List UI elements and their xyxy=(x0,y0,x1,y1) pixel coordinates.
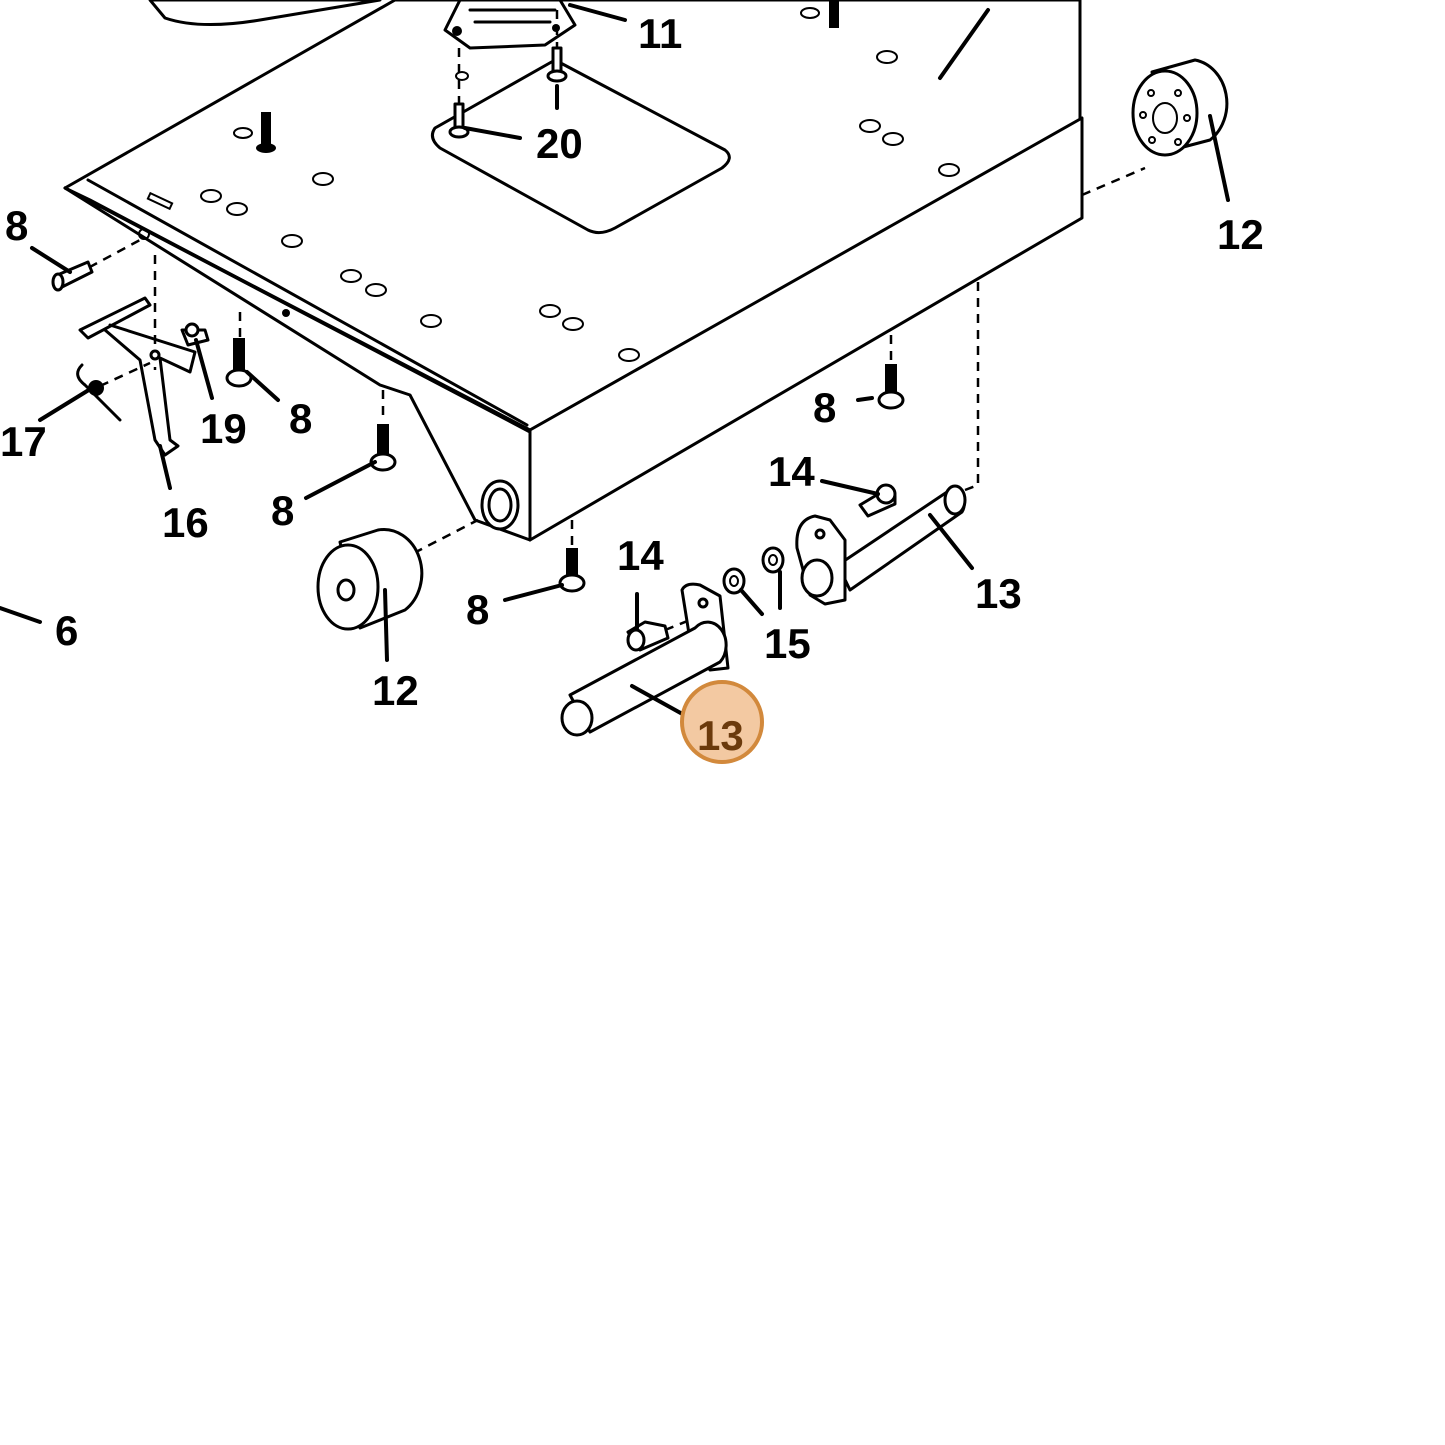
callout-15: 15 xyxy=(764,620,811,667)
callout-labels: 11 20 12 8 19 8 17 16 8 8 14 13 6 12 8 1… xyxy=(0,10,1264,759)
callout-12-right: 12 xyxy=(1217,211,1264,258)
callout-14-left: 14 xyxy=(617,532,664,579)
callout-8-left: 8 xyxy=(5,202,28,249)
access-cover xyxy=(430,58,731,235)
callout-6: 6 xyxy=(55,607,78,654)
hardware-14-15 xyxy=(626,483,897,652)
callout-12-left: 12 xyxy=(372,667,419,714)
axle-tube-right xyxy=(795,484,967,606)
latch-bracket xyxy=(76,296,210,457)
callout-16: 16 xyxy=(162,499,209,546)
callout-17: 17 xyxy=(0,418,47,465)
base-plate xyxy=(63,0,1084,542)
callout-13-highlighted[interactable]: 13 xyxy=(697,712,744,759)
callout-14-right: 14 xyxy=(768,448,815,495)
highlight-circle xyxy=(680,680,764,764)
plate-slots xyxy=(138,7,960,362)
callout-11: 11 xyxy=(638,10,682,57)
callout-8-latch: 8 xyxy=(289,395,312,442)
roller-left xyxy=(316,528,424,631)
callout-8-right: 8 xyxy=(813,384,836,431)
leader-lines xyxy=(0,3,1230,718)
callout-8-flange: 8 xyxy=(271,487,294,534)
flange-bolts xyxy=(225,338,905,593)
pin-8-left xyxy=(51,260,94,292)
callout-13-right: 13 xyxy=(975,570,1022,617)
motor-housing xyxy=(443,0,577,50)
callout-19: 19 xyxy=(200,405,247,452)
callout-20: 20 xyxy=(536,120,583,167)
axle-tube-left xyxy=(560,582,730,737)
roller-right xyxy=(1131,58,1229,157)
callout-8-bottom: 8 xyxy=(466,586,489,633)
top-motor xyxy=(148,0,839,50)
